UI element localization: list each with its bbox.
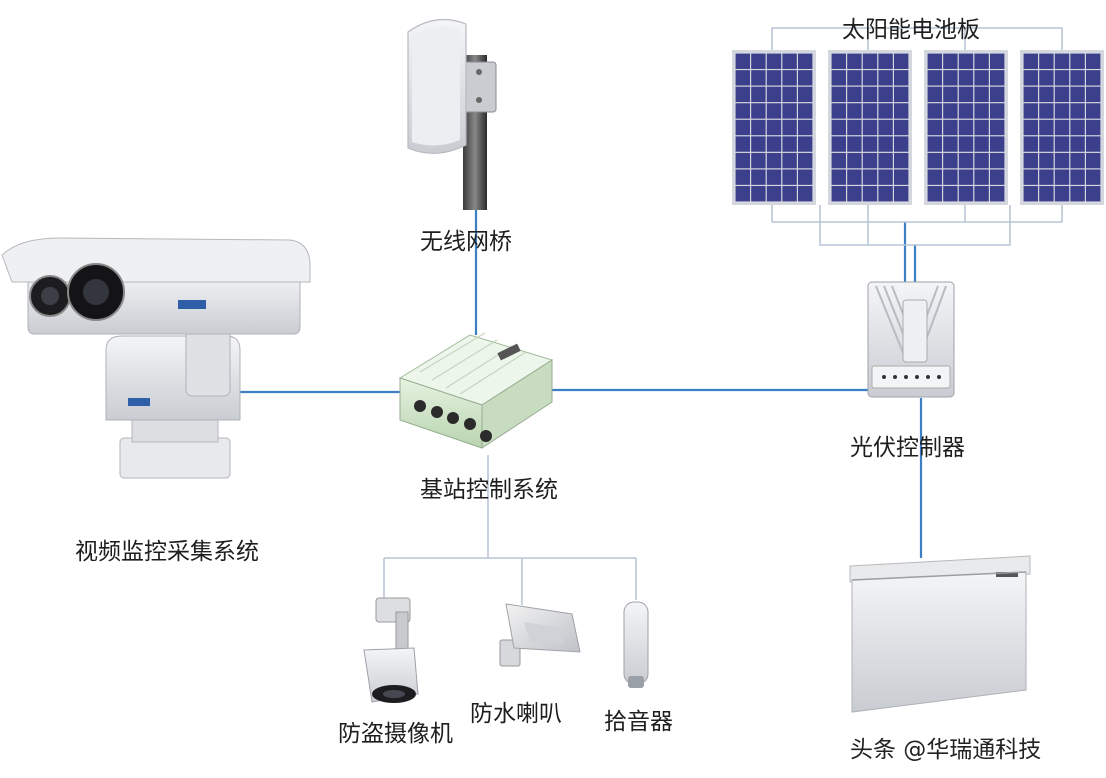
solar-panel [1020,50,1104,205]
battery-cabinet [849,555,1031,713]
waterproof-speaker-device [499,603,581,667]
watermark-text: 头条 @华瑞通科技 [850,737,1042,763]
solar-panel [828,50,912,205]
solar-panel [732,50,816,205]
anti-theft-camera-device [363,597,419,703]
ptz-camera [1,237,311,479]
pickup-device [623,601,649,688]
sensor-bus-lines [383,455,637,605]
solar-panels [732,50,1104,205]
label-pickup: 拾音器 [604,709,673,735]
label-solar-panels: 太阳能电池板 [842,17,980,43]
label-wireless-bridge: 无线网桥 [420,229,512,255]
label-anti-theft-camera: 防盗摄像机 [338,721,453,747]
label-video-system: 视频监控采集系统 [75,539,259,565]
label-waterproof-speaker: 防水喇叭 [470,701,562,727]
label-pv-controller: 光伏控制器 [850,435,965,461]
label-base-station: 基站控制系统 [420,477,558,503]
connection-lines [240,180,923,558]
pv-controller-device [867,281,955,398]
wireless-bridge-device [407,18,497,210]
solar-panel [924,50,1008,205]
base-station-box [398,332,554,449]
panel-bus-lines [771,27,1063,246]
